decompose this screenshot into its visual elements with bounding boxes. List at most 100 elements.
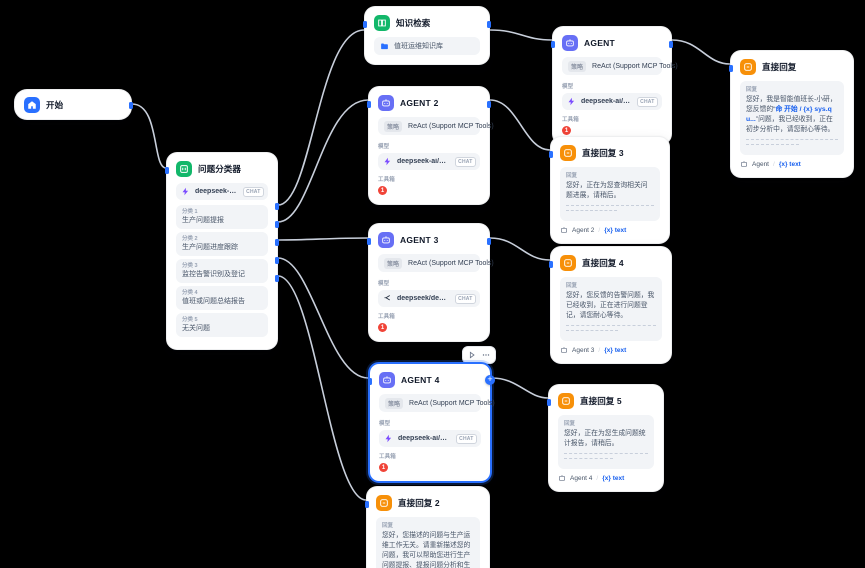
classifier-model-row[interactable]: deepseek-ai/DeepSe... CHAT bbox=[176, 183, 268, 200]
answer5-body: 回复 您好，正在为您生成问题统计报告，请稍后。 Agent 4 / {x} te… bbox=[549, 415, 663, 491]
question-classifier-icon bbox=[176, 161, 192, 177]
node-question-classifier[interactable]: 问题分类器 deepseek-ai/DeepSe... CHAT 分类 1 生产… bbox=[165, 152, 279, 350]
answer1-divider-2 bbox=[746, 144, 800, 145]
agent2-output-port[interactable] bbox=[487, 101, 491, 108]
agent1-model-name: deepseek-ai/DeepSe... bbox=[581, 98, 632, 105]
answer4-body: 回复 您好，您反馈的告警问题，我已经收到，正在进行问题登记，请您耐心等待。 Ag… bbox=[551, 277, 671, 363]
classifier-category-5[interactable]: 分类 5 无关问题 bbox=[176, 313, 268, 337]
classifier-category-4[interactable]: 分类 4 值班或问题总结报告 bbox=[176, 286, 268, 310]
answer3-title: 直接回复 3 bbox=[582, 148, 624, 158]
node-answer-5[interactable]: 直接回复 5 回复 您好，正在为您生成问题统计报告，请稍后。 Agent 4 /… bbox=[547, 384, 664, 492]
answer1-box[interactable]: 回复 您好，我是智能值班长-小研，您反馈的“命 开始 / {x} sys.qu.… bbox=[740, 81, 844, 155]
agent4-add-node-button[interactable]: + bbox=[485, 375, 495, 385]
node-agent-4[interactable]: AGENT 4 策略 ReAct (Support MCP Tools) 模型 … bbox=[368, 362, 495, 483]
classifier-title: 问题分类器 bbox=[198, 164, 242, 174]
start-output-port[interactable] bbox=[129, 102, 133, 109]
knowledge-dataset-row[interactable]: 值班运维知识库 bbox=[374, 37, 480, 55]
classifier-output-port-2[interactable] bbox=[275, 221, 279, 228]
answer1-footer: Agent / {x} text bbox=[740, 155, 844, 168]
node-answer-2[interactable]: 直接回复 2 回复 您好，您描述的问题与生产运维工作无关。请重新描述您的问题，我… bbox=[365, 486, 490, 568]
knowledge-header: 知识检索 bbox=[365, 7, 489, 37]
classifier-output-port-1[interactable] bbox=[275, 203, 279, 210]
answer3-foot-var: {x} text bbox=[604, 226, 627, 234]
knowledge-input-port[interactable] bbox=[363, 21, 367, 28]
agent2-strategy-row[interactable]: 策略 ReAct (Support MCP Tools) bbox=[378, 117, 494, 135]
edge-cat3-agent3 bbox=[277, 237, 369, 241]
classifier-output-port-5[interactable] bbox=[275, 275, 279, 282]
agent4-strategy-row[interactable]: 策略 ReAct (Support MCP Tools) bbox=[379, 394, 495, 412]
agent4-input-port[interactable] bbox=[368, 378, 372, 385]
answer3-body: 回复 您好，正在为您查询相关问题进展，请稍后。 Agent 2 / {x} te… bbox=[551, 167, 669, 243]
answer4-foot-var: {x} text bbox=[604, 346, 627, 354]
classifier-model-name: deepseek-ai/DeepSe... bbox=[195, 188, 238, 195]
agent3-strategy-row[interactable]: 策略 ReAct (Support MCP Tools) bbox=[378, 254, 494, 272]
classifier-output-port-4[interactable] bbox=[275, 257, 279, 264]
agent4-body: 策略 ReAct (Support MCP Tools) 模型 deepseek… bbox=[370, 394, 495, 481]
classifier-output-port-3[interactable] bbox=[275, 239, 279, 246]
node-answer-3[interactable]: 直接回复 3 回复 您好，正在为您查询相关问题进展，请稍后。 Agent 2 /… bbox=[549, 136, 670, 244]
agent3-toolbox-label: 工具箱 bbox=[378, 314, 395, 320]
agent3-model-label: 模型 bbox=[378, 281, 390, 287]
node-agent-1[interactable]: AGENT 策略 ReAct (Support MCP Tools) 模型 de… bbox=[551, 26, 678, 145]
agent4-toolbox-badge[interactable]: 1 bbox=[379, 463, 388, 472]
answer2-box[interactable]: 回复 您好，您描述的问题与生产运维工作无关。请重新描述您的问题，我可以帮助您进行… bbox=[376, 517, 480, 568]
answer5-input-port[interactable] bbox=[547, 399, 551, 406]
answer1-var-chip: 命 开始 / {x} sys.qu... bbox=[746, 106, 832, 123]
classifier-input-port[interactable] bbox=[165, 167, 169, 174]
classifier-category-3[interactable]: 分类 3 监控告警识别及登记 bbox=[176, 259, 268, 283]
agent2-toolbox-badge[interactable]: 1 bbox=[378, 186, 387, 195]
node-agent-2[interactable]: AGENT 2 策略 ReAct (Support MCP Tools) 模型 … bbox=[367, 86, 494, 205]
more-options-icon[interactable] bbox=[480, 349, 492, 361]
answer1-input-port[interactable] bbox=[729, 65, 733, 72]
classifier-header: 问题分类器 bbox=[167, 153, 277, 183]
agent1-toolbox-badge[interactable]: 1 bbox=[562, 126, 571, 135]
deepseek-violet-icon bbox=[182, 187, 189, 196]
agent3-output-port[interactable] bbox=[487, 238, 491, 245]
agent1-input-port[interactable] bbox=[551, 41, 555, 48]
edge-cat2-agent2 bbox=[277, 99, 369, 223]
answer3-input-port[interactable] bbox=[549, 151, 553, 158]
agent2-strategy-value: ReAct (Support MCP Tools) bbox=[408, 122, 494, 130]
agent1-strategy-row[interactable]: 策略 ReAct (Support MCP Tools) bbox=[562, 57, 678, 75]
node-answer-4[interactable]: 直接回复 4 回复 您好，您反馈的告警问题，我已经收到，正在进行问题登记，请您耐… bbox=[549, 246, 672, 364]
answer2-input-port[interactable] bbox=[365, 501, 369, 508]
agent1-model-row[interactable]: deepseek-ai/DeepSe... CHAT bbox=[562, 93, 662, 110]
edge-start-classifier bbox=[131, 103, 167, 169]
category-1-text: 生产问题提报 bbox=[182, 217, 224, 224]
answer5-divider-2 bbox=[564, 458, 613, 459]
classifier-category-2[interactable]: 分类 2 生产问题进度跟踪 bbox=[176, 232, 268, 256]
agent-icon bbox=[562, 35, 578, 51]
agent3-input-port[interactable] bbox=[367, 238, 371, 245]
answer3-box[interactable]: 回复 您好，正在为您查询相关问题进展，请稍后。 bbox=[560, 167, 660, 221]
agent4-model-row[interactable]: deepseek-ai/DeepSe... CHAT bbox=[379, 430, 481, 447]
edge-cat1-knowledge bbox=[277, 29, 365, 206]
answer2-text: 您好，您描述的问题与生产运维工作无关。请重新描述您的问题，我可以帮助您进行生产问… bbox=[382, 532, 471, 568]
agent3-toolbox-badge[interactable]: 1 bbox=[378, 323, 387, 332]
answer5-foot-sep: / bbox=[596, 474, 599, 482]
node-start[interactable]: 开始 bbox=[14, 89, 133, 120]
agent2-model-row[interactable]: deepseek-ai/DeepSe... CHAT bbox=[378, 153, 480, 170]
knowledge-output-port[interactable] bbox=[487, 21, 491, 28]
agent-ref-icon bbox=[559, 475, 565, 481]
answer1-title: 直接回复 bbox=[762, 62, 797, 72]
node-answer-1[interactable]: 直接回复 回复 您好，我是智能值班长-小研，您反馈的“命 开始 / {x} sy… bbox=[729, 50, 854, 178]
node-agent-3[interactable]: AGENT 3 策略 ReAct (Support MCP Tools) 模型 … bbox=[367, 223, 494, 342]
answer4-input-port[interactable] bbox=[549, 261, 553, 268]
run-icon[interactable] bbox=[466, 349, 478, 361]
knowledge-body: 值班运维知识库 bbox=[365, 37, 489, 64]
category-4-label: 分类 4 bbox=[182, 290, 198, 296]
classifier-chat-tag: CHAT bbox=[242, 186, 264, 197]
agent3-model-row[interactable]: deepseek/deepseek-... CHAT bbox=[378, 290, 480, 307]
answer5-box[interactable]: 回复 您好，正在为您生成问题统计报告，请稍后。 bbox=[558, 415, 654, 469]
answer4-key: 回复 bbox=[566, 283, 578, 289]
agent1-body: 策略 ReAct (Support MCP Tools) 模型 deepseek… bbox=[553, 57, 678, 144]
agent2-input-port[interactable] bbox=[367, 101, 371, 108]
node-knowledge-retrieval[interactable]: 知识检索 值班运维知识库 bbox=[363, 6, 491, 65]
classifier-category-1[interactable]: 分类 1 生产问题提报 bbox=[176, 205, 268, 229]
answer-icon bbox=[376, 495, 392, 511]
agent1-output-port[interactable] bbox=[669, 41, 673, 48]
answer4-box[interactable]: 回复 您好，您反馈的告警问题，我已经收到，正在进行问题登记，请您耐心等待。 bbox=[560, 277, 662, 341]
answer5-footer: Agent 4 / {x} text bbox=[558, 469, 654, 482]
answer4-footer: Agent 3 / {x} text bbox=[560, 341, 662, 354]
